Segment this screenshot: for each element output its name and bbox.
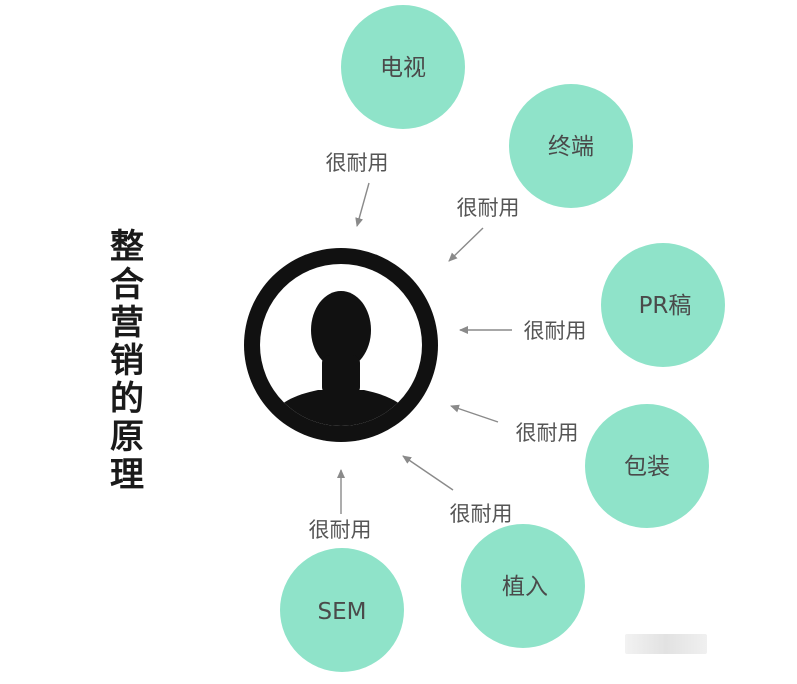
center-person-node	[244, 248, 438, 442]
channel-node-pr: PR稿	[601, 243, 725, 367]
arrow-packaging	[450, 404, 499, 423]
person-silhouette-icon	[262, 291, 420, 426]
link-label-pr: 很耐用	[524, 319, 587, 343]
channel-node-sem: SEM	[280, 548, 404, 672]
channel-label-sem: SEM	[318, 599, 367, 625]
arrow-tv	[355, 182, 370, 227]
watermark-blur	[625, 634, 707, 654]
arrow-placement	[402, 455, 454, 491]
diagram-title: 整合营销的原理	[110, 227, 144, 495]
link-label-sem: 很耐用	[309, 518, 372, 542]
link-label-tv: 很耐用	[326, 151, 389, 175]
channel-node-placement: 植入	[461, 524, 585, 648]
channel-label-tv: 电视	[380, 55, 426, 81]
link-label-packaging: 很耐用	[516, 421, 579, 445]
arrow-terminal	[448, 227, 484, 262]
link-label-placement: 很耐用	[450, 502, 513, 526]
channel-label-packaging: 包装	[624, 454, 670, 480]
channel-node-tv: 电视	[341, 5, 465, 129]
link-label-terminal: 很耐用	[457, 196, 520, 220]
channel-node-terminal: 终端	[509, 84, 633, 208]
channel-label-pr: PR稿	[639, 293, 692, 319]
channel-node-packaging: 包装	[585, 404, 709, 528]
channel-label-placement: 植入	[502, 574, 548, 600]
channel-label-terminal: 终端	[548, 134, 594, 160]
